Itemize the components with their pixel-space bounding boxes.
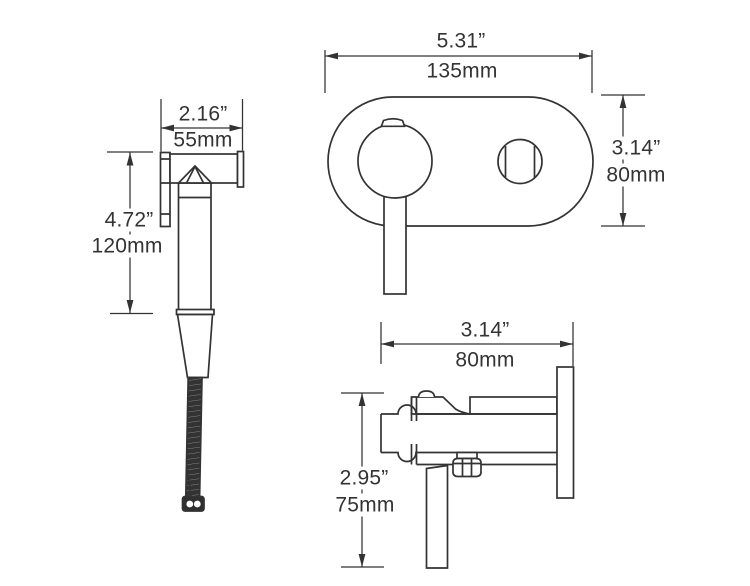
trigger-lever	[176, 164, 214, 184]
hose-fitting-hole	[186, 500, 194, 508]
sprayer-handle	[175, 183, 215, 379]
valve-body-height-mm-label: 75mm	[332, 493, 398, 517]
arrowhead	[579, 52, 592, 60]
trim-plate-height-dimension	[601, 94, 645, 227]
sprayer-height-mm-label: 120mm	[88, 234, 166, 258]
arrowhead	[619, 95, 627, 108]
sprayer-width-mm-label: 55mm	[173, 128, 233, 152]
arrowhead	[126, 152, 134, 166]
arrowhead	[560, 340, 573, 348]
valve-body-height-inches-label: 2.95”	[336, 466, 392, 490]
mixer-lever-front	[383, 194, 407, 295]
extension-line	[107, 151, 153, 315]
sprayer-figure	[159, 150, 245, 512]
extension-line	[160, 99, 244, 152]
trim-plate-width-inches-label: 5.31”	[436, 29, 486, 53]
valve-body-side-figure	[380, 366, 575, 569]
trim-plate-width-dimension	[324, 50, 593, 93]
valve-trim-front-figure	[327, 96, 594, 295]
sprayer-face-plate	[159, 151, 171, 228]
diverter-knob-flats	[504, 146, 536, 178]
handle-base-circle	[357, 123, 433, 199]
sprayer-height-dimension	[107, 151, 153, 315]
arrowhead	[358, 554, 366, 567]
arrowhead	[381, 340, 394, 348]
valve-body-width-dimension	[380, 322, 574, 366]
handle-top-cap	[380, 117, 406, 127]
trim-plate-width-mm-label: 135mm	[426, 59, 498, 83]
arrowhead	[161, 124, 174, 132]
nut-facets	[453, 458, 481, 477]
sprayer-head	[159, 150, 245, 228]
extension-line	[324, 50, 593, 93]
cartridge-dome	[417, 390, 436, 398]
mixer-lever-side	[425, 464, 449, 569]
trigger-lever-inner-lines	[185, 166, 205, 184]
mounting-stem-lines	[410, 397, 418, 465]
dimension-lines	[107, 50, 645, 568]
sprayer-width-dimension	[160, 99, 244, 152]
hex-nut	[452, 451, 482, 478]
arrowhead	[126, 300, 134, 313]
sprayer-hose	[181, 376, 205, 512]
valve-body-width-mm-label: 80mm	[455, 348, 515, 372]
arrowhead	[325, 52, 338, 60]
sprayer-height-inches-label: 4.72”	[101, 208, 157, 232]
valve-body-width-inches-label: 3.14”	[460, 318, 510, 342]
handle-barrel	[177, 183, 212, 310]
valve-body-height-dimension	[341, 392, 384, 568]
trim-plate-height-mm-label: 80mm	[603, 163, 669, 187]
nut-stub	[456, 451, 478, 460]
diverter-knob-side	[469, 396, 558, 415]
hose-braided-tube	[184, 376, 203, 498]
hose-fitting-hole	[193, 500, 201, 508]
arrowhead	[619, 213, 627, 226]
trim-plate-height-inches-label: 3.14”	[608, 136, 664, 160]
diverter-knob-front	[497, 138, 543, 185]
sprayer-width-inches-label: 2.16”	[178, 102, 228, 126]
sprayer-head-end-cap	[236, 150, 245, 188]
arrowhead	[229, 124, 243, 132]
nut-body	[452, 457, 482, 478]
cartridge-block	[410, 396, 471, 415]
hose-fitting	[181, 495, 205, 512]
handle-grip-cone	[176, 313, 214, 379]
arrowhead	[358, 393, 366, 406]
wall-plate	[556, 366, 575, 499]
face-plate-ticks	[160, 158, 170, 215]
